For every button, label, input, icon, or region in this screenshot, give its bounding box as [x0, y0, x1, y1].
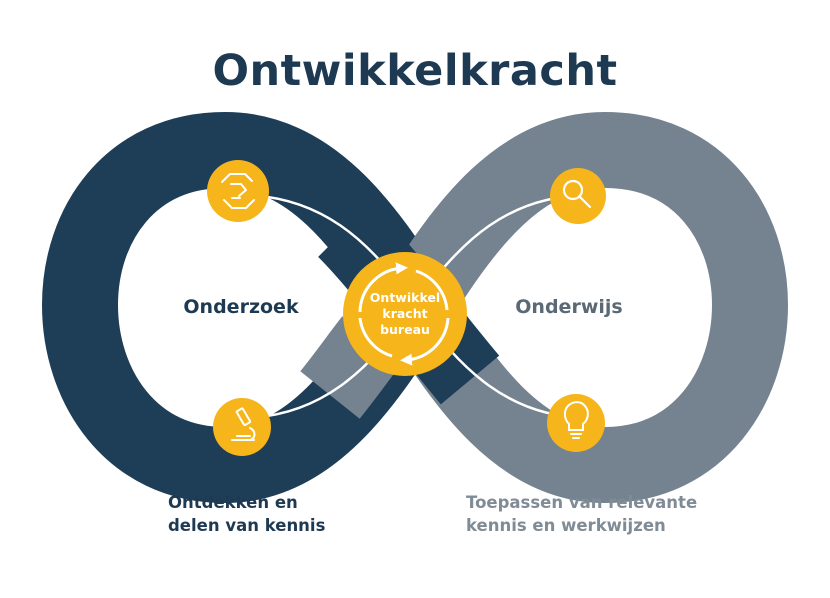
- right-loop-label: Onderwijs: [515, 296, 622, 318]
- right-caption: Toepassen van relevante kennis en werkwi…: [466, 491, 697, 537]
- right-loop-band: [382, 111, 789, 504]
- right-track-line: [413, 193, 710, 420]
- left-loop-band: [41, 111, 448, 504]
- magnifier-icon: [550, 168, 606, 224]
- left-caption-line-1: Ontdekken en: [168, 493, 298, 512]
- center-bureau: Ontwikkel kracht bureau: [343, 252, 467, 376]
- right-caption-line-1: Toepassen van relevante: [466, 493, 698, 512]
- arrow-left-bottom: [152, 386, 170, 404]
- center-line-3: bureau: [380, 322, 430, 337]
- page-title: Ontwikkelkracht: [212, 46, 618, 96]
- center-line-1: Ontwikkel: [370, 290, 440, 305]
- lightbulb-icon: [547, 394, 605, 452]
- left-track-line: [120, 193, 417, 420]
- center-line-2: kracht: [382, 306, 427, 321]
- left-caption-line-2: delen van kennis: [168, 516, 326, 535]
- arrow-right-bottom: [644, 386, 662, 402]
- cycle-arrows-icon: [358, 262, 450, 366]
- handshake-icon: [207, 160, 269, 222]
- arrow-left-top: [150, 212, 169, 228]
- microscope-icon: [213, 398, 271, 456]
- arrow-right-top: [645, 212, 663, 232]
- left-loop-label: Onderzoek: [183, 296, 299, 318]
- left-caption: Ontdekken en delen van kennis: [168, 491, 325, 537]
- right-caption-line-2: kennis en werkwijzen: [466, 516, 666, 535]
